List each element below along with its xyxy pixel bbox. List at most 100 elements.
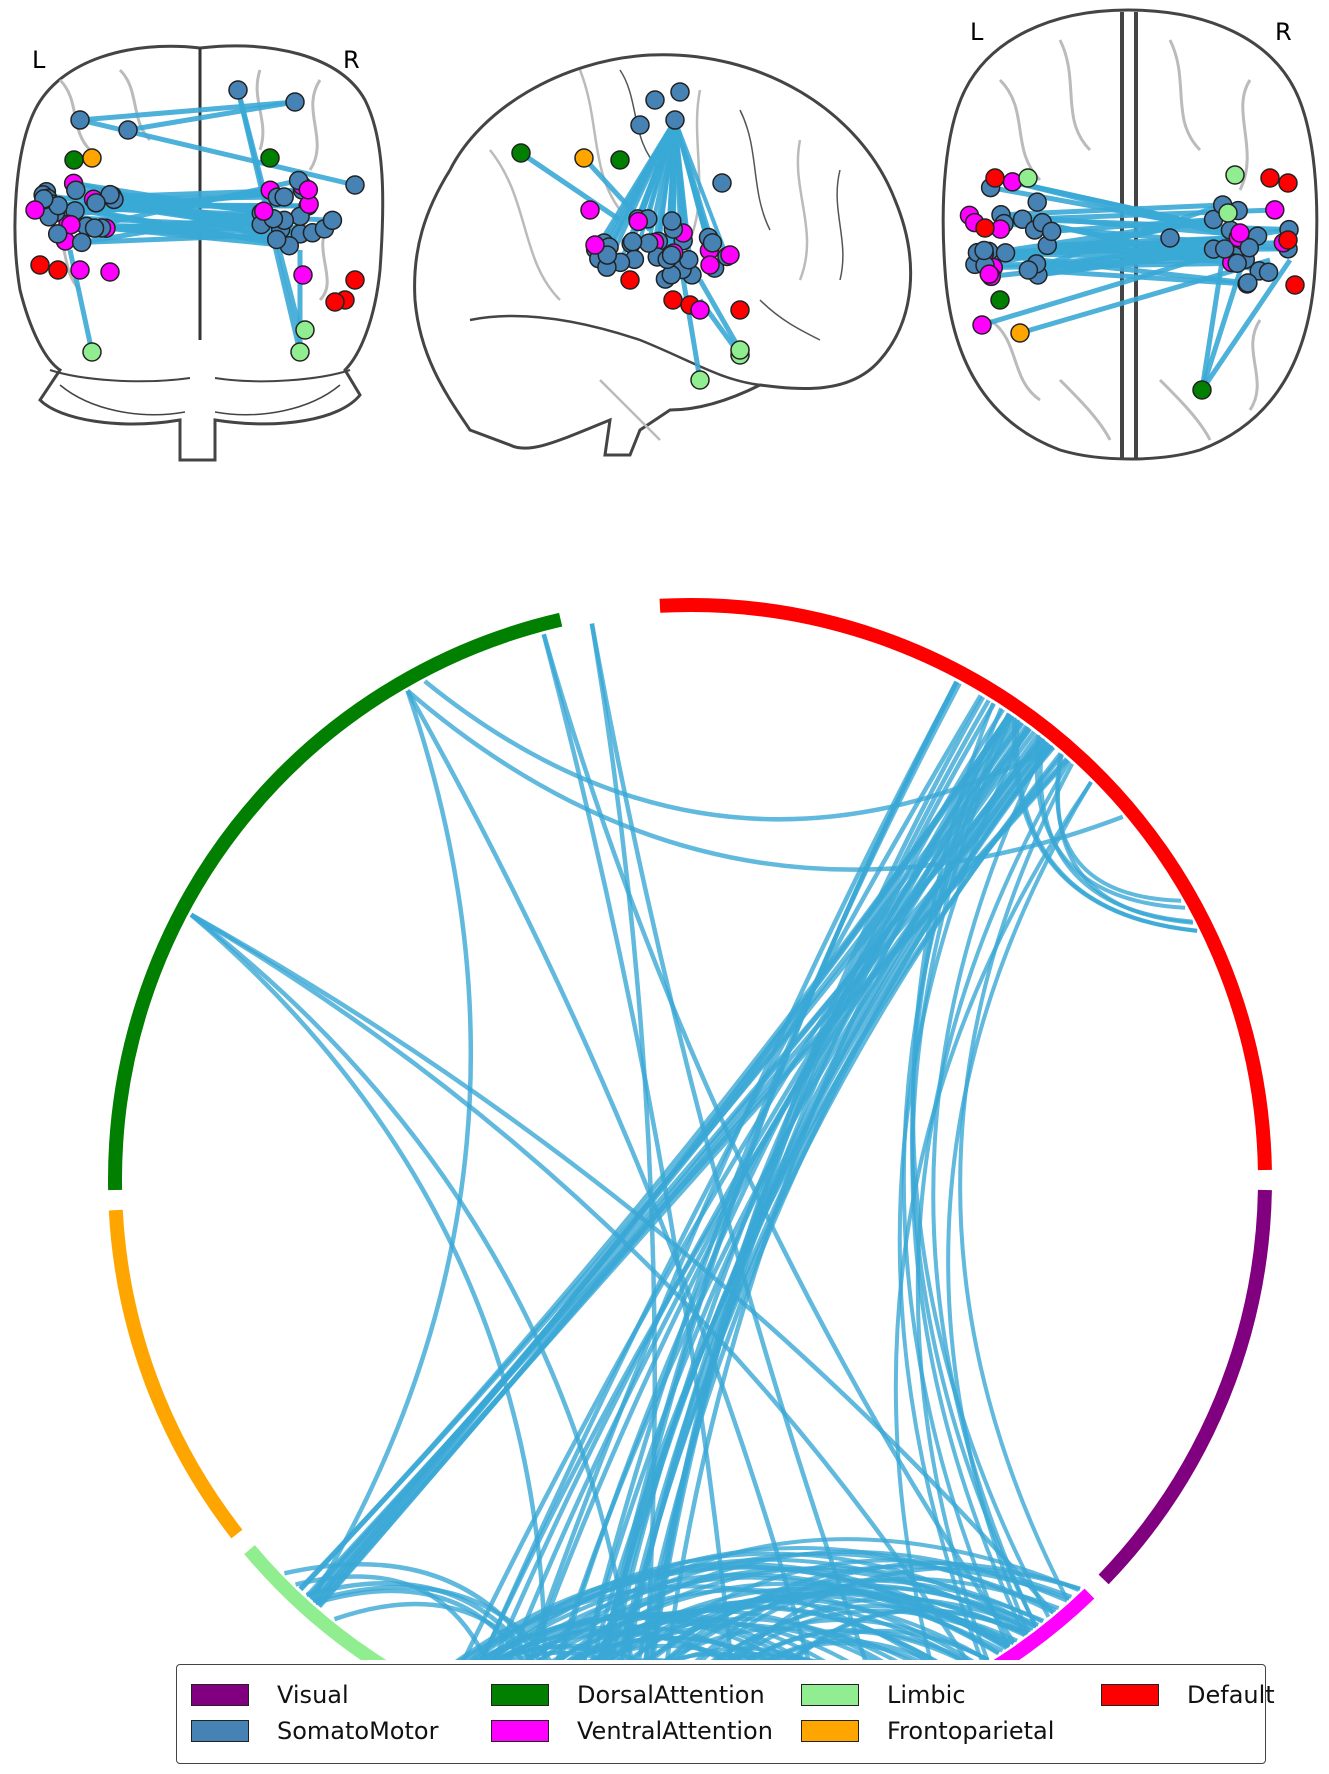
glass-node-default [1260,168,1280,188]
glass-node-default [345,270,365,290]
chord-link [189,912,634,1660]
network-arc-frontoparietal [108,1209,243,1539]
glass-node-somatomotor [662,211,682,231]
chord-link [901,712,1011,1648]
legend-item-limbic: Limbic [801,1677,1101,1713]
chord-link [931,741,1049,1628]
glass-edge [519,150,622,223]
glass-node-default [325,292,345,312]
chord-link [305,1581,535,1660]
glass-node-somatomotor [1239,237,1260,258]
chord-link [663,1626,913,1660]
network-arcs [108,598,1272,1660]
glass-node-somatomotor [1258,262,1279,282]
glass-node-limbic [1018,168,1038,188]
network-arc-limbic [244,1545,387,1660]
chord-link [663,1564,1071,1660]
glass-node-ventral [585,235,605,255]
glass-node-ventral [580,200,600,220]
glass-edge [697,278,743,352]
legend-label-default: Default [1187,1681,1275,1709]
axial-right-label: R [1275,18,1292,46]
chord-link [910,702,1051,1618]
glass-node-somatomotor [1214,239,1235,259]
glass-node-ventral [100,262,120,282]
chord-link [710,1617,990,1660]
glass-edge [1000,202,1223,218]
legend-item-somatomotor: SomatoMotor [191,1713,491,1749]
glass-node-somatomotor [1227,253,1247,273]
glass-node-somatomotor [1041,221,1062,242]
glass-node-limbic [290,342,310,362]
chord-link [479,694,983,1660]
glass-node-somatomotor [71,232,92,253]
legend-swatch-limbic [801,1684,859,1706]
glass-node-ventral [979,264,999,284]
chord-link [589,623,868,1660]
glass-node-dorsal [990,290,1010,310]
glass-node-default [663,290,683,310]
legend-swatch-visual [191,1684,249,1706]
axial-left-label: L [970,18,984,46]
glass-node-ventral [70,260,90,280]
glass-node-ventral [293,265,313,285]
glass-edge [1199,258,1293,392]
sagittal-view [413,53,913,457]
network-arc-visual [1098,1189,1272,1585]
glass-node-somatomotor [228,80,248,100]
glass-node-ventral [253,201,274,221]
glass-node-default [48,260,68,280]
glass-node-limbic [730,340,750,360]
legend-label-frontoparietal: Frontoparietal [887,1717,1055,1745]
chord-link [1055,753,1182,903]
glass-brain-views [13,8,1319,462]
glass-node-ventral [25,200,45,220]
glass-node-somatomotor [712,173,732,193]
chord-link [535,1608,884,1660]
glass-node-frontoparietal [574,148,594,168]
chord-link [541,633,1016,1645]
glass-node-somatomotor [266,229,287,250]
chord-link [910,714,1027,1637]
glass-node-somatomotor [322,210,343,231]
glass-edge [983,217,1214,257]
chord-link [283,1562,542,1660]
connectome-chord-diagram [108,598,1272,1660]
chord-link [189,913,548,1660]
glass-node-ventral [720,245,740,265]
glass-node-limbic [1218,203,1238,223]
glass-node-frontoparietal [1010,323,1030,343]
glass-node-somatomotor [274,187,294,207]
glass-node-dorsal [511,143,531,163]
chord-link [1015,719,1198,933]
chord-link [406,688,1124,872]
glass-edge [79,99,296,123]
coronal-right-label: R [343,46,360,74]
chord-link [423,679,1055,822]
glass-node-default [985,168,1005,188]
glass-node-somatomotor [645,90,665,110]
glass-node-limbic [1225,165,1245,185]
chord-link [1038,738,1193,924]
chord-link [310,689,473,1602]
glass-node-default [1278,173,1298,193]
legend-label-limbic: Limbic [887,1681,966,1709]
glass-edge [1011,179,1239,241]
glass-node-default [620,270,640,290]
glass-node-limbic [82,342,102,362]
network-arc-ventral [993,1588,1095,1660]
glass-node-limbic [295,320,315,340]
glass-node-ventral [700,255,720,275]
glass-node-default [1285,275,1305,295]
chord-link [893,781,1093,1660]
glass-edge [605,119,677,256]
legend-swatch-frontoparietal [801,1720,859,1742]
legend-label-somatomotor: SomatoMotor [277,1717,439,1745]
glass-edge [636,119,677,223]
glass-node-somatomotor [974,240,994,261]
chord-link [525,680,959,1660]
network-arc-dorsal [108,612,563,1191]
glass-edge [1019,257,1271,336]
sagittal-sulci [489,69,809,441]
